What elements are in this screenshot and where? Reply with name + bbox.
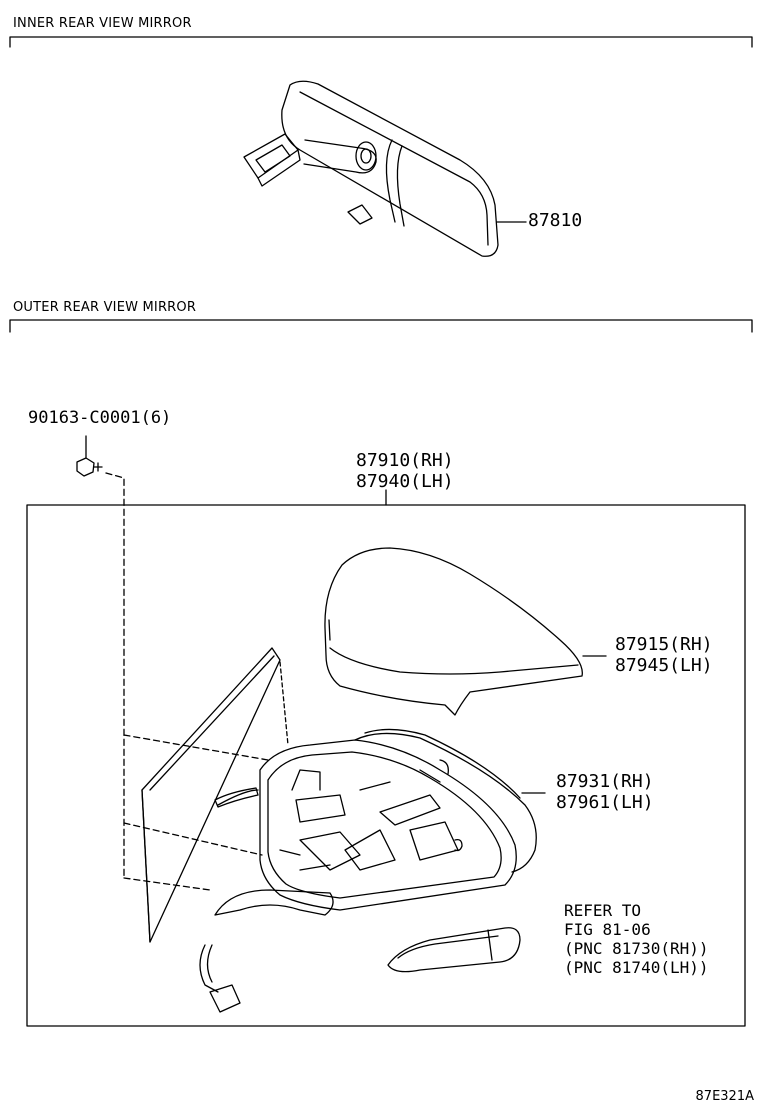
reference-line-3: (PNC 81730(RH)) [564, 939, 709, 958]
reference-line-1: REFER TO [564, 901, 642, 920]
mirror-cover-illustration [324, 547, 607, 716]
label-outer-assy-lh: 87940(LH) [356, 471, 454, 492]
label-visor-lh: 87961(LH) [556, 792, 654, 813]
screw-illustration [76, 435, 125, 879]
section-title-inner: INNER REAR VIEW MIRROR [13, 16, 192, 31]
reference-line-2: FIG 81-06 [564, 920, 651, 939]
mirror-housing-illustration [199, 728, 546, 1013]
label-cover-lh: 87945(LH) [615, 655, 713, 676]
inner-mirror-illustration [243, 80, 527, 257]
turn-signal-illustration [387, 927, 521, 973]
label-screw: 90163-C0001(6) [28, 408, 172, 428]
section-title-outer: OUTER REAR VIEW MIRROR [13, 300, 197, 315]
label-visor-rh: 87931(RH) [556, 771, 654, 792]
label-inner-mirror: 87810 [528, 210, 583, 231]
label-cover-rh: 87915(RH) [615, 634, 713, 655]
mirror-glass-illustration [123, 647, 289, 943]
section-divider-outer [9, 319, 753, 333]
diagram-code: 87E321A [695, 1089, 754, 1104]
label-outer-assy-rh: 87910(RH) [356, 450, 454, 471]
outer-mirror-assembly-box [26, 489, 746, 1027]
section-divider-inner [9, 36, 753, 48]
reference-line-4: (PNC 81740(LH)) [564, 958, 709, 977]
